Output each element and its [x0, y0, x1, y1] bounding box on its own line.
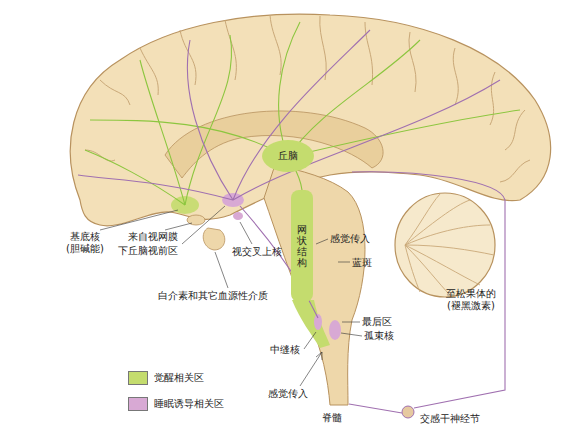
- structure-label: 白介素和其它血源性介质: [158, 290, 268, 302]
- region-label: 丘脑: [278, 149, 298, 163]
- legend-swatch: [128, 397, 148, 411]
- legend-swatch: [128, 371, 148, 385]
- nts: [329, 320, 341, 340]
- raphe: [314, 314, 322, 330]
- structure-label: 至松果体的 (褪黑激素): [442, 288, 500, 312]
- structure-label: 基底核 (胆碱能): [56, 231, 114, 255]
- reticular-column: 网状结构: [291, 190, 313, 302]
- leader-lines: [100, 206, 362, 386]
- structure-label: 视交叉上核: [232, 246, 282, 258]
- region-label: 网状结构: [297, 224, 307, 268]
- structure-label: 脊髓: [322, 412, 342, 424]
- thalamus-region: 丘脑: [262, 140, 314, 172]
- ganglion: [402, 406, 414, 418]
- structure-label: 孤束核: [364, 330, 394, 342]
- wake-stripe: [292, 300, 330, 348]
- legend-text: 觉醒相关区: [154, 372, 204, 384]
- structure-label: 中缝核: [270, 344, 300, 356]
- pituitary: [203, 228, 225, 250]
- wake-projections: [85, 22, 520, 205]
- brainstem: [264, 165, 365, 405]
- structure-label: 感觉传入: [268, 388, 308, 400]
- structure-label: 交感干神经节: [420, 413, 480, 425]
- cerebellum: [395, 193, 495, 297]
- scn: [233, 212, 243, 220]
- sleep-projections: [78, 30, 505, 413]
- structure-label: 最后区: [362, 316, 392, 328]
- structure-label: 下丘脑视前区: [118, 245, 178, 257]
- structure-label: 蓝斑: [352, 257, 372, 269]
- legend-text: 睡眠诱导相关区: [154, 398, 224, 410]
- structure-label: 来自视网膜: [128, 231, 178, 243]
- corpus-callosum: [165, 111, 383, 178]
- structure-label: 感觉传入: [330, 233, 370, 245]
